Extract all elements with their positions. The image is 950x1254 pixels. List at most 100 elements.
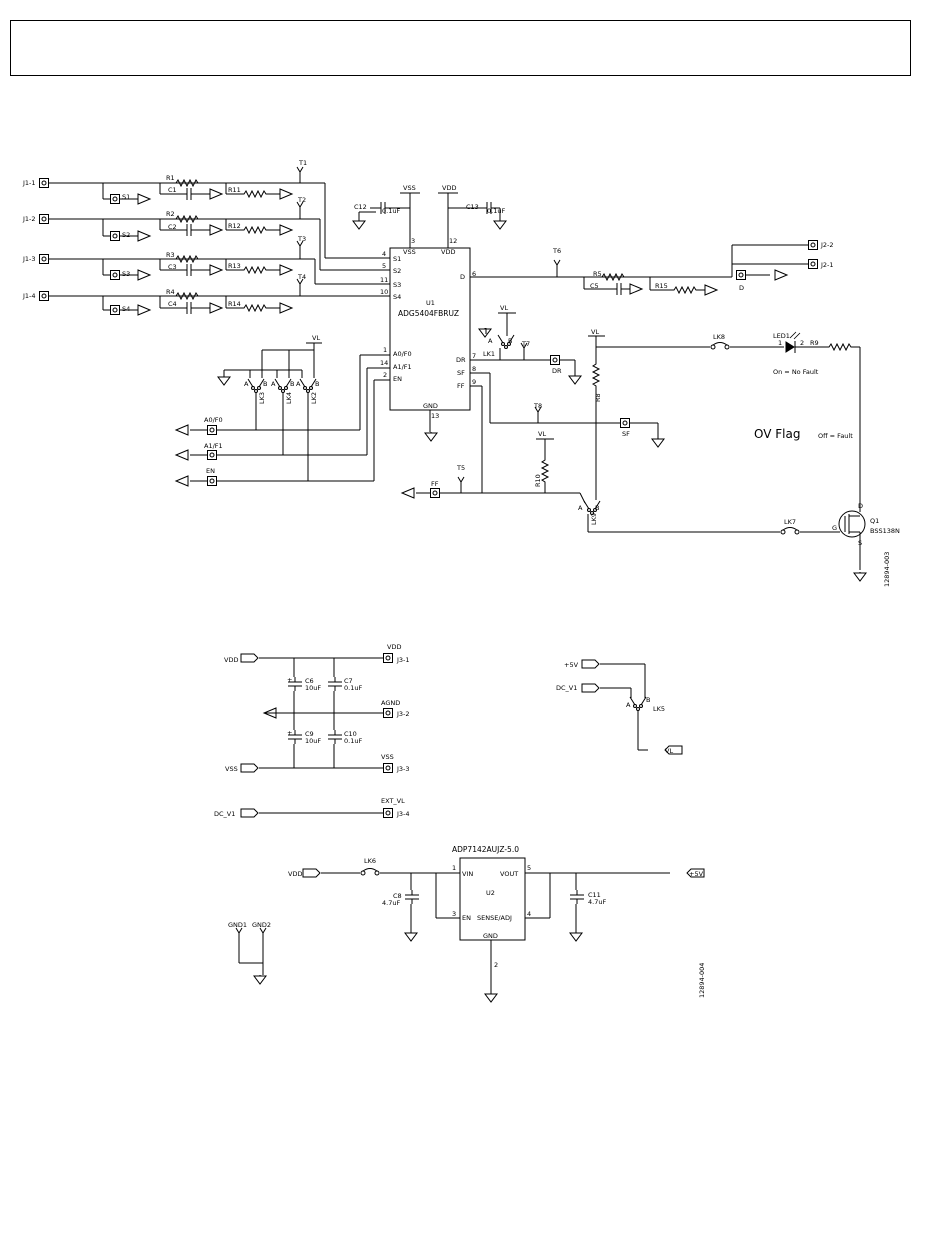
fig-id-003: 12894-003 xyxy=(883,552,891,587)
reg-port-5v: +5V xyxy=(689,870,704,878)
u1-pin-s1: S1 xyxy=(393,255,401,263)
resistor-label-r10: R10 xyxy=(534,474,542,487)
resistor-label-r14: R14 xyxy=(228,300,241,308)
u1-pin-num-9: 9 xyxy=(472,378,476,386)
u2-pin-vin: VIN xyxy=(462,870,473,878)
pad-label-s1: S1 xyxy=(122,193,130,201)
port-label-en: EN xyxy=(206,467,215,475)
pad-label-s4: S4 xyxy=(122,305,130,313)
u1-pin-vss: VSS xyxy=(403,248,416,256)
q1-pin-g: G xyxy=(832,524,837,532)
port-label-vss: VSS xyxy=(225,765,238,773)
led-pin1: 1 xyxy=(778,339,782,347)
pad-label-dr: DR xyxy=(552,367,562,375)
u2-ref: U2 xyxy=(486,889,495,897)
u1-pin-s4: S4 xyxy=(393,293,401,301)
resistor-label-r2: R2 xyxy=(166,210,175,218)
resistor-label-r15: R15 xyxy=(655,282,668,290)
u2-pin-sense-num: 4 xyxy=(527,910,531,918)
u2-pin-sense: SENSE/ADJ xyxy=(477,914,512,922)
net-label-vdd: VDD xyxy=(387,643,401,651)
resistor-label-r12: R12 xyxy=(228,222,241,230)
lk9-label: LK9 xyxy=(590,513,598,525)
resistor-label-r4: R4 xyxy=(166,288,175,296)
port-label-a1f1: A1/F1 xyxy=(204,442,223,450)
connector-label-j1-2: J1-2 xyxy=(22,215,36,223)
fig-id-004: 12894-004 xyxy=(698,963,706,998)
reg-port-vdd: VDD xyxy=(288,870,302,878)
q1-part: BSS138N xyxy=(870,527,900,535)
cap-value-c6: 10uF xyxy=(305,684,321,692)
port-label-vl: VL xyxy=(665,747,673,755)
led-label: LED1 xyxy=(773,332,790,340)
lk3-a: A xyxy=(244,380,249,388)
lk3-label: LK3 xyxy=(258,392,266,404)
u1-pin-vdd: VDD xyxy=(441,248,455,256)
u2-pin-gnd: GND xyxy=(483,932,498,940)
test-point-t4: T4 xyxy=(297,273,306,281)
u1-ref: U1 xyxy=(426,299,435,307)
cap-label-c6: C6 xyxy=(305,677,314,685)
connector-label-j3-4: J3-4 xyxy=(396,810,410,818)
cap-label-c1: C1 xyxy=(168,186,177,194)
lk4-a: A xyxy=(271,380,276,388)
led-pin2: 2 xyxy=(800,339,804,347)
connector-label-j2-1: J2-1 xyxy=(820,261,834,269)
u1-pin-sf: SF xyxy=(457,369,465,377)
q1-ref: Q1 xyxy=(870,517,879,525)
u1-pin-a1f1: A1/F1 xyxy=(393,363,412,371)
cap-value-c13: 0.1uF xyxy=(487,207,505,215)
cap-label-c13: C13 xyxy=(466,203,479,211)
cap-label-c7: C7 xyxy=(344,677,353,685)
net-label-agnd: AGND xyxy=(381,699,400,707)
cap-label-c3: C3 xyxy=(168,263,177,271)
connector-label-j1-1: J1-1 xyxy=(22,179,36,187)
cap-label-c2: C2 xyxy=(168,223,177,231)
gnd1-label: GND1 xyxy=(228,921,247,929)
cap-value-c11: 4.7uF xyxy=(588,898,606,906)
vl-label-r10: VL xyxy=(538,430,546,438)
u1-pin-num-5: 5 xyxy=(382,262,386,270)
test-point-t1: T1 xyxy=(298,159,307,167)
cap-label-c9: C9 xyxy=(305,730,314,738)
fault-outputs: DR T7 VL A B LK1 SF T8 FF T xyxy=(401,304,780,533)
lk7-label: LK7 xyxy=(784,518,796,526)
u1-pin-num-4: 4 xyxy=(382,250,386,258)
lk5-b: B xyxy=(646,696,650,704)
lk5-a: A xyxy=(626,701,631,709)
lk3-b: B xyxy=(263,380,267,388)
port-label-dc-v1: DC_V1 xyxy=(214,810,235,818)
cap-label-c12: C12 xyxy=(354,203,367,211)
lk8-label: LK8 xyxy=(713,333,725,341)
lk2-b: B xyxy=(315,380,319,388)
pad-label-ff: FF xyxy=(431,480,439,488)
u2-part: ADP7142AUJZ-5.0 xyxy=(452,845,519,854)
port-label-dc-v1-lk5: DC_V1 xyxy=(556,684,577,692)
connector-label-j1-4: J1-4 xyxy=(22,292,36,300)
power-section: VDD VDD J3-1 + C6 10uF C7 0.1uF AGND J3-… xyxy=(214,643,683,818)
u1-pin-num-1: 1 xyxy=(383,346,387,354)
u2-pin-vout: VOUT xyxy=(500,870,518,878)
lk9-b: B xyxy=(595,504,599,512)
logic-links: VL A B LK3 A B LK4 A B LK2 A0/F0 xyxy=(175,334,390,487)
resistor-label-r11: R11 xyxy=(228,186,241,194)
led-on-note: On = No Fault xyxy=(773,368,819,376)
connector-label-j3-1: J3-1 xyxy=(396,656,410,664)
u1-chip: U1 ADG5404FBRUZ VSS 3 VDD 12 GND 13 S1 4… xyxy=(380,237,476,442)
connector-label-j3-2: J3-2 xyxy=(396,710,410,718)
test-point-t8: T8 xyxy=(533,402,542,410)
lk1-a: A xyxy=(488,337,493,345)
test-point-t3: T3 xyxy=(297,235,306,243)
resistor-label-r1: R1 xyxy=(166,174,175,182)
cap-label-c10: C10 xyxy=(344,730,357,738)
q1-pin-d: D xyxy=(858,502,863,510)
u1-pin-num-14: 14 xyxy=(380,359,388,367)
ov-flag-title: OV Flag xyxy=(754,427,800,441)
port-label-vdd: VDD xyxy=(224,656,238,664)
lk4-b: B xyxy=(290,380,294,388)
u1-pin-gnd-num: 13 xyxy=(431,412,439,420)
supply-decoupling: VSS C12 0.1uF VDD C13 0.1uF xyxy=(352,184,507,248)
lk5-label: LK5 xyxy=(653,705,665,713)
u1-pin-d: D xyxy=(460,273,465,281)
